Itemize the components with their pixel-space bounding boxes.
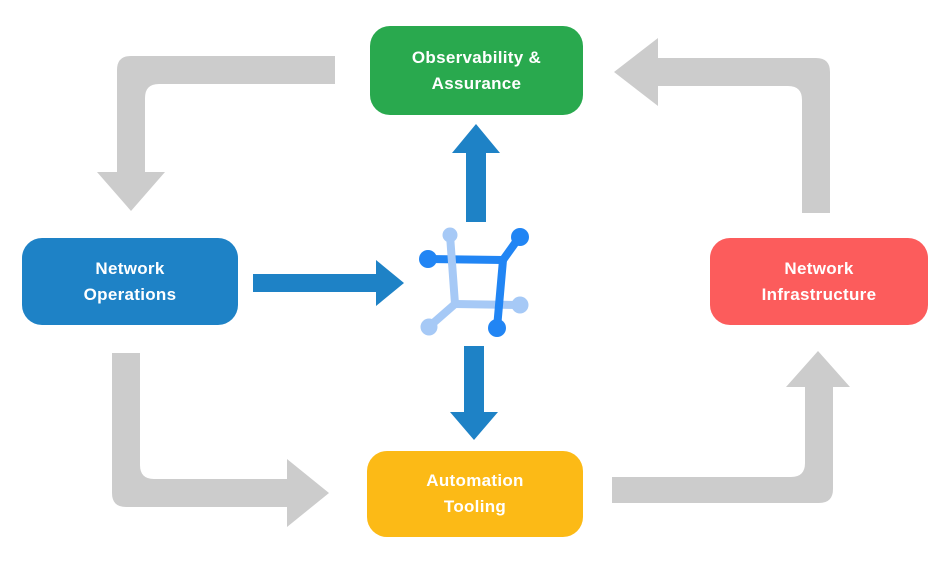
network-fabric-icon	[419, 227, 529, 337]
node-observability-label-line1: Observability &	[411, 47, 542, 67]
arrow-icon-to-automation	[450, 346, 498, 440]
icon-right-light-node	[511, 296, 529, 314]
icon-top-right-node	[511, 228, 529, 246]
node-observability-label-line2: Assurance	[431, 73, 522, 93]
node-network-operations: Network Operations	[22, 238, 238, 325]
icon-top-edge	[424, 255, 507, 264]
arrow-operations-to-automation	[112, 353, 329, 527]
icon-bottom-left-node	[420, 318, 438, 336]
node-automation-label-line2: Tooling	[443, 497, 507, 516]
node-network-infrastructure: Network Infrastructure	[710, 238, 928, 325]
icon-left-edge	[446, 231, 459, 308]
node-operations-label-line2: Operations	[83, 284, 177, 304]
cycle-arrows	[97, 38, 850, 527]
icon-left-node	[419, 250, 437, 268]
icon-bottom-edge	[451, 300, 524, 309]
icon-top-node	[442, 227, 458, 243]
arrow-icon-to-observability	[452, 124, 500, 222]
node-observability-assurance: Observability & Assurance	[370, 26, 583, 115]
icon-right-edge	[493, 256, 507, 332]
node-operations-label-line1: Network	[95, 258, 165, 278]
node-infrastructure-label-line1: Network	[784, 258, 854, 278]
node-infrastructure-label-line2: Infrastructure	[761, 284, 877, 304]
flow-arrows	[253, 124, 500, 440]
node-automation-tooling: Automation Tooling	[367, 451, 583, 537]
arrow-operations-to-icon	[253, 260, 404, 306]
icon-bottom-dark-node	[488, 319, 506, 337]
arrow-infrastructure-to-observability	[614, 38, 830, 213]
arrow-automation-to-infrastructure	[612, 351, 850, 503]
arrow-observability-to-operations	[97, 56, 335, 211]
node-automation-label-line1: Automation	[426, 471, 524, 490]
